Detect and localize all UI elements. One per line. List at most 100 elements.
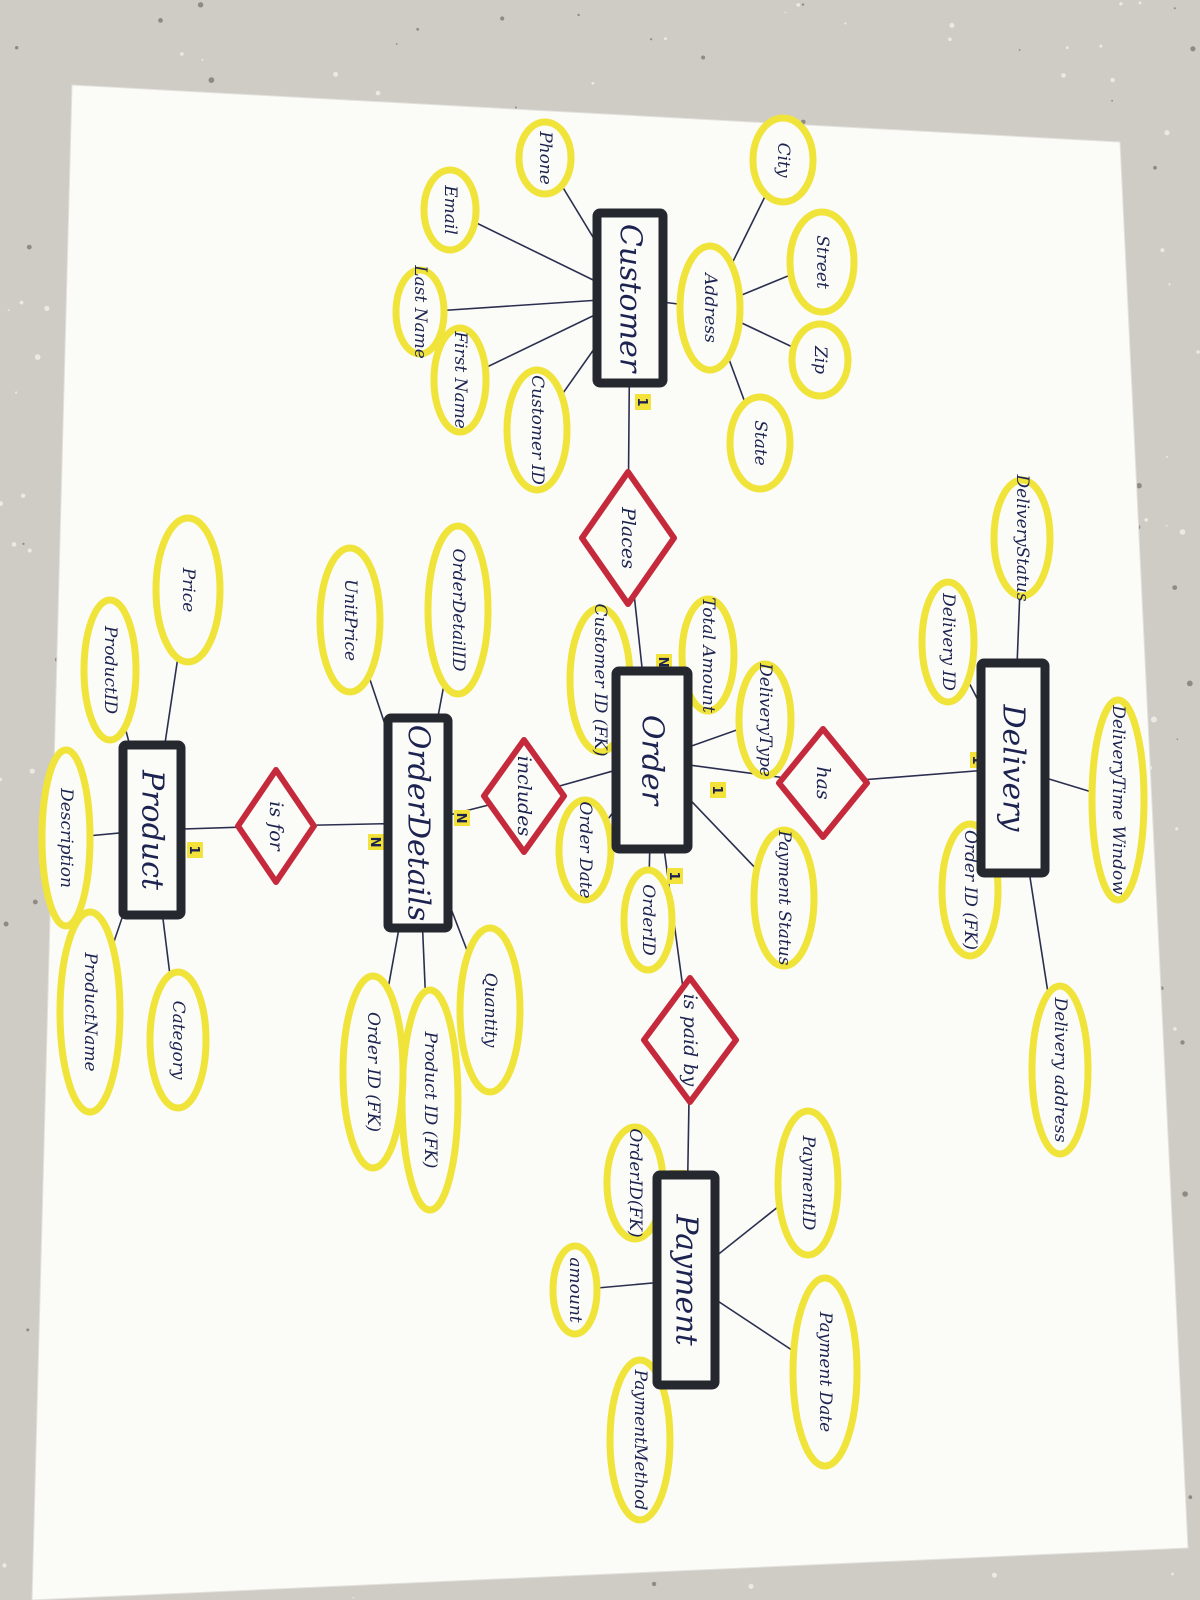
attribute-label: Payment Status [774, 830, 794, 966]
speckle [1172, 585, 1178, 590]
speckle [15, 391, 18, 394]
speckle [1160, 248, 1165, 253]
attribute-category: Category [146, 968, 210, 1112]
speckle [514, 106, 517, 109]
entity-delivery: Delivery [976, 658, 1050, 878]
speckle [197, 2, 204, 8]
attribute-label: PaymentMethod [630, 1369, 650, 1511]
relationship-includes: includes [481, 737, 567, 855]
speckle [1196, 350, 1200, 354]
attribute-label: Customer ID [527, 375, 547, 485]
attribute-total-amount: Total Amount [678, 595, 738, 715]
attribute-label: Order Date [575, 801, 595, 898]
attribute-label: Phone [535, 130, 555, 185]
entity-label: Order [635, 715, 670, 807]
attribute-label: Zip [810, 345, 830, 374]
relationship-label: is paid by [679, 994, 701, 1087]
attribute-oval [774, 1107, 842, 1259]
attribute-oval [152, 514, 224, 666]
speckle [577, 13, 580, 17]
cardinality-highlight [656, 654, 672, 670]
attribute-product-id: ProductID [80, 596, 140, 744]
attribute-address: Address [676, 242, 744, 374]
speckle [1165, 455, 1168, 458]
speckle [651, 1581, 657, 1587]
attribute-order-id-fk-od: Order ID (FK) [339, 972, 407, 1172]
speckle [2, 1563, 7, 1568]
attribute-label: DeliveryStatus [1012, 473, 1032, 601]
attribute-unit-price: UnitPrice [316, 544, 384, 696]
speckle [500, 16, 505, 21]
attribute-label: Price [178, 567, 198, 613]
speckle [1136, 483, 1142, 489]
attribute-description: Description [38, 746, 94, 930]
attribute-label: Total Amount [698, 597, 718, 713]
attribute-product-name: ProductName [56, 908, 124, 1116]
attribute-oval [788, 320, 852, 400]
attribute-oval [38, 746, 94, 930]
speckle [201, 58, 204, 61]
speckle [44, 305, 50, 311]
speckle [948, 37, 952, 42]
attribute-oval [424, 522, 492, 698]
speckle [844, 22, 847, 25]
entity-label: Delivery [996, 704, 1031, 833]
attribute-label: Customer ID (FK) [590, 604, 610, 757]
cardinality-label: 1 [634, 397, 649, 406]
attribute-label: Payment Date [815, 1311, 835, 1432]
speckle [796, 3, 801, 7]
attribute-label: OrderID(FK) [625, 1128, 645, 1237]
attribute-label: PaymentID [798, 1135, 818, 1231]
attribute-oval [339, 972, 407, 1172]
speckle [7, 309, 10, 311]
attribute-oval [392, 266, 448, 358]
entity-payment: Payment [652, 1170, 720, 1390]
attribute-label: UnitPrice [340, 579, 360, 661]
speckle [1164, 130, 1170, 136]
speckle [333, 71, 339, 77]
attribute-label: Product ID (FK) [420, 1031, 440, 1169]
attribute-email: Email [420, 166, 480, 254]
attribute-oval [786, 208, 858, 316]
attribute-oval [735, 660, 795, 780]
speckle [0, 501, 4, 506]
cardinality-highlight [187, 842, 203, 858]
cardinality-highlight [710, 782, 726, 798]
speckle [1151, 716, 1157, 723]
speckle [1176, 738, 1179, 740]
relationship-diamond [776, 726, 870, 840]
attribute-last-name: Last Name [392, 264, 448, 359]
speckle [1188, 1495, 1193, 1500]
speckle [650, 38, 653, 41]
cardinality-highlight [667, 868, 683, 884]
speckle [784, 11, 787, 14]
attribute-oval [56, 908, 124, 1116]
attribute-label: DeliveryType [755, 662, 775, 777]
speckle [1119, 2, 1123, 6]
speckle [591, 81, 595, 85]
attribute-label: First Name [450, 330, 470, 429]
entity-label: Product [135, 769, 170, 891]
speckle [1182, 1191, 1188, 1197]
attribute-label: Street [812, 235, 832, 289]
attribute-state: State [726, 393, 794, 493]
attribute-quantity: Quantity [456, 924, 524, 1096]
entity-box [118, 740, 186, 920]
speckle [29, 768, 35, 774]
speckle [1153, 165, 1157, 170]
speckle [1110, 77, 1115, 83]
speckle [3, 921, 9, 927]
speckle [180, 52, 184, 56]
attribute-label: ProductID [100, 625, 120, 715]
entity-box [611, 666, 693, 854]
cardinality-c_places_order: N [655, 654, 672, 670]
attribute-oval [1028, 982, 1092, 1158]
attribute-oval [316, 544, 384, 696]
attribute-amount: amount [549, 1242, 601, 1338]
speckle [15, 46, 19, 50]
attribute-label: City [773, 143, 793, 178]
speckle [1061, 73, 1066, 78]
attribute-label: DeliveryTime Window [1108, 704, 1128, 895]
attribute-oval [606, 1356, 674, 1524]
